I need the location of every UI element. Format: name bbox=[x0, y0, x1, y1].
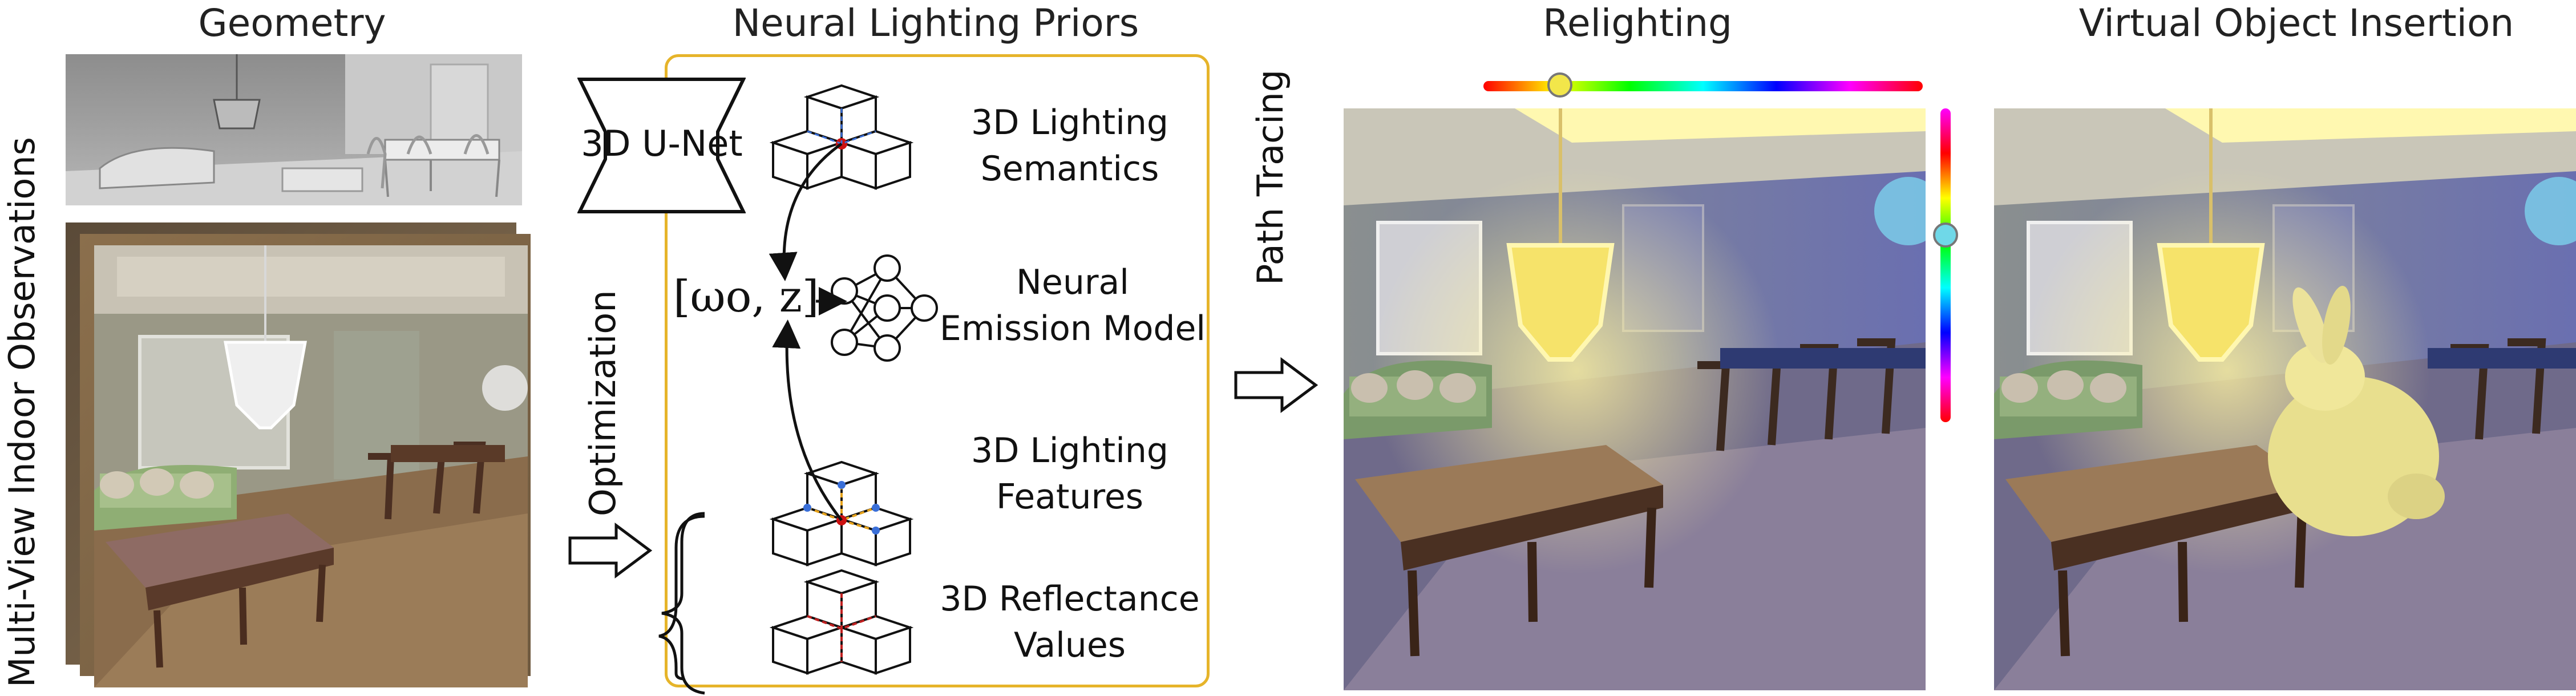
features-voxel-icon bbox=[762, 451, 921, 588]
unet-label: 3D U-Net bbox=[581, 123, 743, 164]
neural-emission-label: Neural Emission Model bbox=[940, 260, 1206, 352]
optimization-arrow-icon bbox=[568, 522, 653, 579]
lighting-features-line2: Features bbox=[996, 477, 1143, 517]
geometry-render bbox=[66, 54, 522, 205]
neural-emission-line1: Neural bbox=[1016, 262, 1129, 302]
optimization-label: Optimization bbox=[582, 290, 624, 516]
optimization-brace bbox=[656, 479, 707, 695]
lighting-semantics-label: 3D Lighting Semantics bbox=[971, 100, 1168, 192]
vertical-hue-track[interactable] bbox=[1940, 108, 1951, 422]
semantics-voxel-icon bbox=[762, 74, 921, 211]
hue-slider-track[interactable] bbox=[1483, 81, 1923, 91]
neural-lighting-priors-title: Neural Lighting Priors bbox=[732, 1, 1139, 45]
neural-lighting-priors-box bbox=[665, 54, 1210, 687]
neural-network-icon bbox=[822, 245, 941, 399]
bunny-object bbox=[2268, 285, 2445, 536]
lighting-semantics-line2: Semantics bbox=[980, 149, 1159, 189]
reflectance-values-label: 3D Reflectance Values bbox=[940, 576, 1199, 669]
virtual-object-insertion-title: Virtual Object Insertion bbox=[2078, 1, 2514, 45]
hue-slider-vertical[interactable] bbox=[1933, 108, 1958, 422]
reflectance-values-line2: Values bbox=[1013, 625, 1126, 665]
neural-emission-line2: Emission Model bbox=[939, 309, 1206, 349]
observation-image-front bbox=[94, 245, 528, 687]
geometry-title: Geometry bbox=[198, 1, 386, 45]
lighting-semantics-line1: 3D Lighting bbox=[971, 103, 1168, 143]
relighting-render bbox=[1344, 108, 1926, 690]
hue-slider-horizontal[interactable] bbox=[1483, 72, 1923, 98]
relighting-title: Relighting bbox=[1543, 1, 1732, 45]
vertical-hue-knob[interactable] bbox=[1933, 222, 1958, 248]
unet-shape bbox=[577, 77, 746, 214]
reflectance-values-line1: 3D Reflectance bbox=[940, 579, 1200, 619]
lighting-features-line1: 3D Lighting bbox=[971, 431, 1168, 471]
path-tracing-arrow-icon bbox=[1234, 357, 1319, 414]
path-tracing-label: Path Tracing bbox=[1249, 69, 1291, 285]
lighting-features-label: 3D Lighting Features bbox=[971, 428, 1168, 520]
reflectance-voxel-icon bbox=[762, 559, 921, 696]
object-insertion-render bbox=[1994, 108, 2576, 690]
hue-slider-knob[interactable] bbox=[1547, 72, 1572, 98]
